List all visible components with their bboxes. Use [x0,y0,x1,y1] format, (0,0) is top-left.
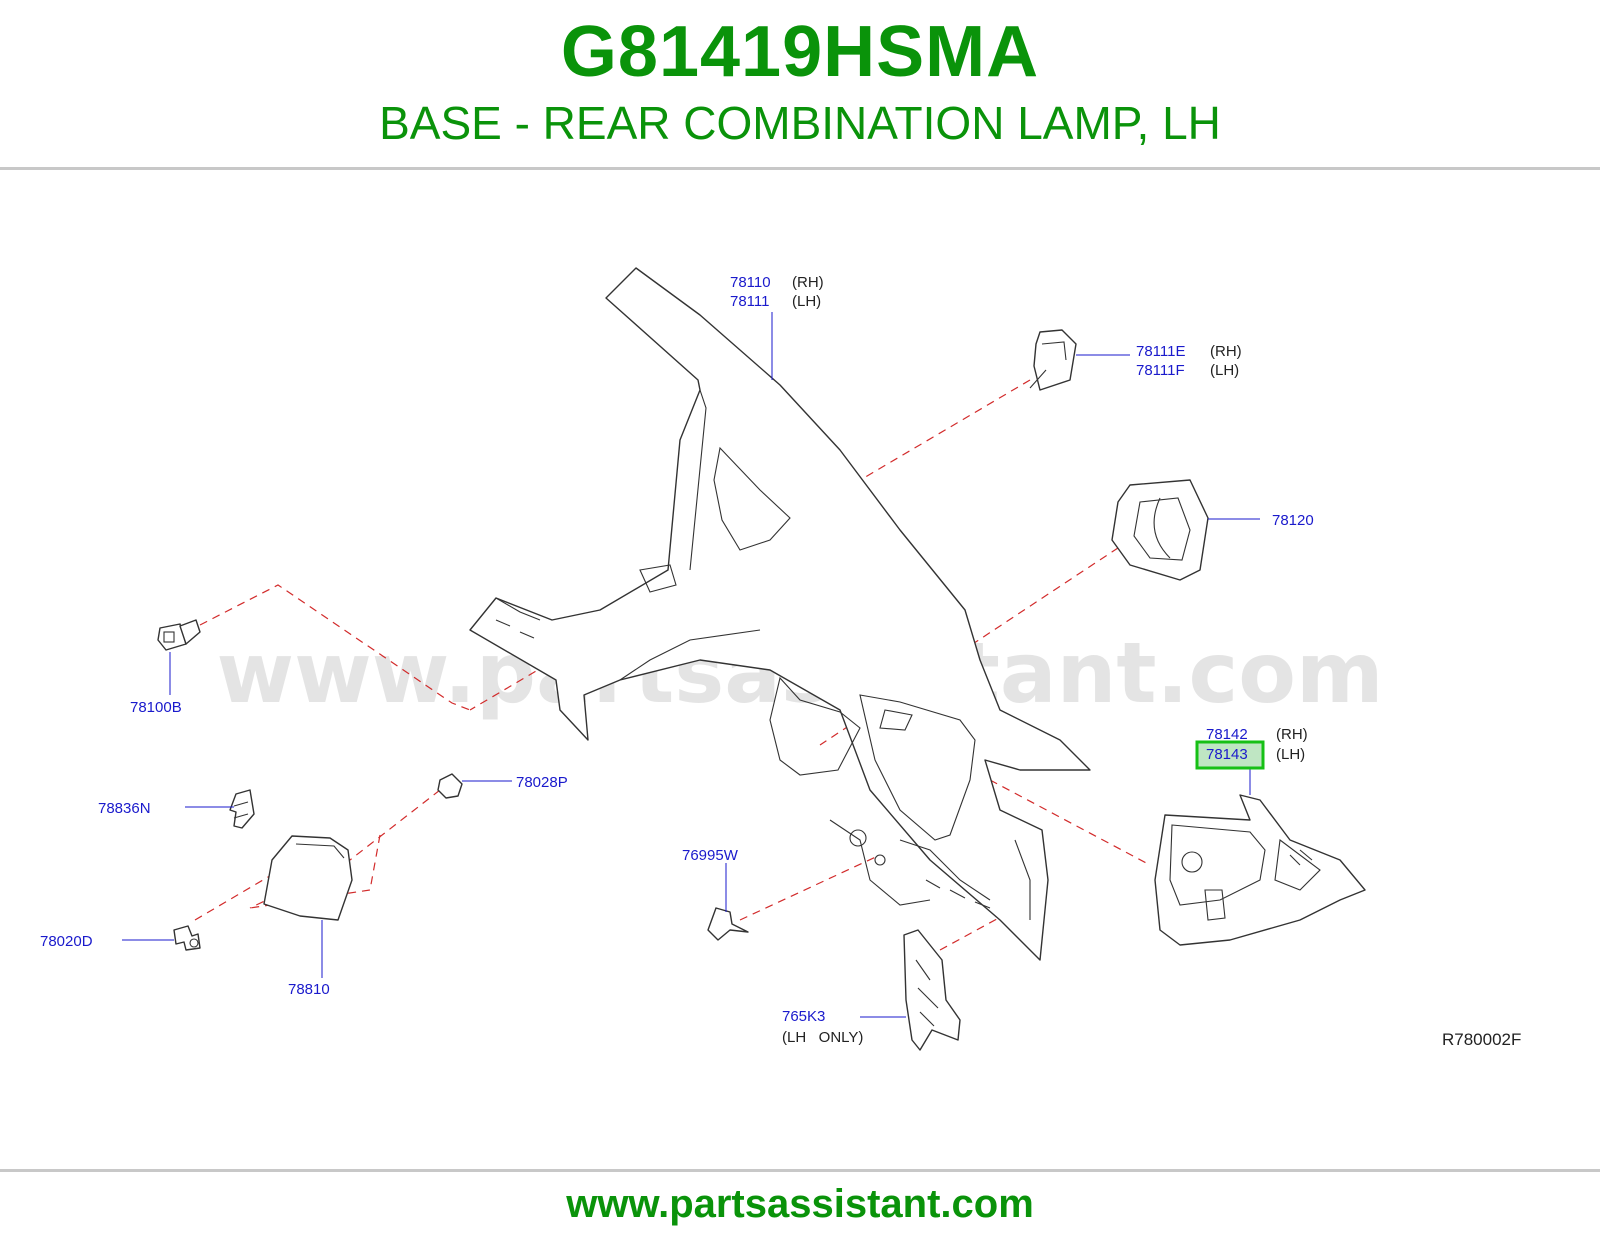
clip-78836n-part [229,789,255,829]
lamp-base-78143-part [1154,794,1366,946]
header: G81419HSMA BASE - REAR COMBINATION LAMP,… [0,0,1600,170]
callout-78142-side: (RH) [1276,726,1308,743]
parts-diagram: www.partsassistant.com [0,240,1600,1100]
header-divider [0,167,1600,170]
screw-78020d-part [173,925,201,951]
callout-78110-side: (RH) [792,274,824,291]
callout-765k3-note: (LH ONLY) [782,1029,863,1046]
filler-base-78120-part [1111,479,1209,581]
callout-78020d[interactable]: 78020D [40,933,93,950]
callout-78143[interactable]: 78143 [1206,746,1248,763]
callout-78111f[interactable]: 78111F [1136,362,1185,379]
footer-site-link[interactable]: www.partsassistant.com [566,1182,1034,1226]
callout-78143-side: (LH) [1276,746,1305,763]
part-description: BASE - REAR COMBINATION LAMP, LH [379,97,1221,149]
bracket-78111e-part [1029,329,1077,391]
callout-76995w[interactable]: 76995W [682,847,739,864]
footer-divider [0,1169,1600,1172]
callout-78810[interactable]: 78810 [288,981,330,998]
filler-lid-78810-part [263,835,353,921]
callout-78111f-side: (LH) [1210,362,1239,379]
callout-78836n[interactable]: 78836N [98,800,151,817]
highlight-box-78143 [1195,740,1265,770]
clip-78100b-part [157,619,201,651]
callout-78110[interactable]: 78110 [730,274,771,291]
part-number-title: G81419HSMA [560,12,1040,92]
callout-78111e[interactable]: 78111E [1136,343,1186,360]
insulator-765k3-part [903,929,961,1051]
bracket-76995w-part [707,907,749,941]
bumper-78028p-part [437,773,463,799]
callout-78111e-side: (RH) [1210,343,1242,360]
callout-78111-side: (LH) [792,293,821,310]
parts-diagram-svg: www.partsassistant.com [40,267,1521,1051]
diagram-reference-code: R780002F [1442,1030,1521,1049]
callout-78111[interactable]: 78111 [730,293,770,310]
callout-78142[interactable]: 78142 [1206,726,1248,743]
callout-78100b[interactable]: 78100B [130,699,182,716]
callout-765k3[interactable]: 765K3 [782,1008,825,1025]
callout-leader-lines [122,312,1260,1018]
callout-78028p[interactable]: 78028P [516,774,568,791]
callout-78120[interactable]: 78120 [1272,512,1314,529]
rear-quarter-panel-part [469,267,1091,961]
